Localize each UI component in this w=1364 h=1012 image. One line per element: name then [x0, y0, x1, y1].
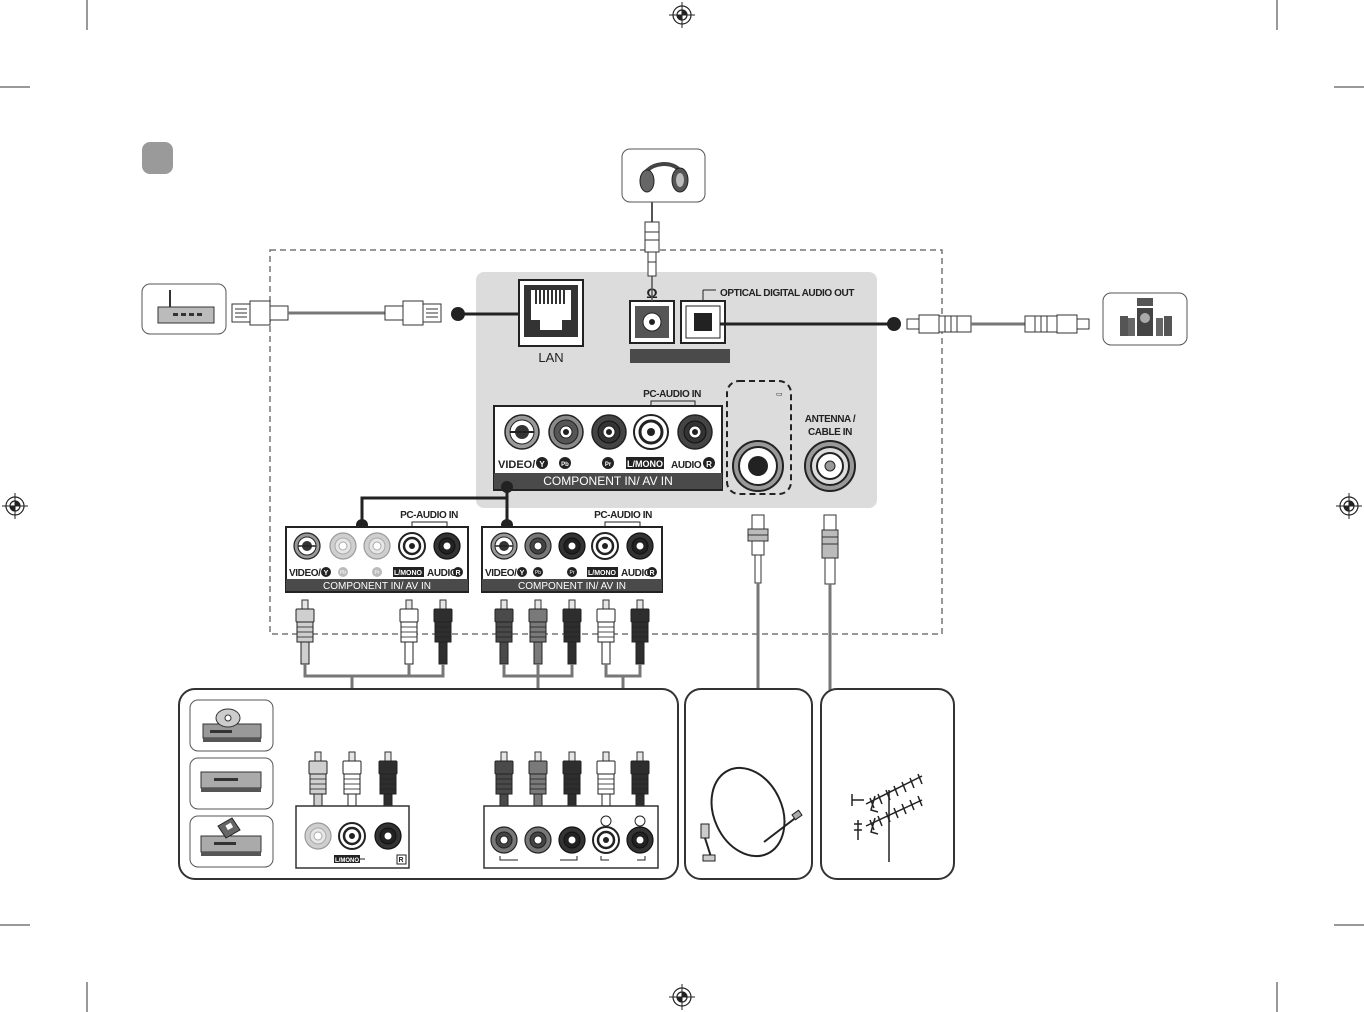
pr-label: Pr [605, 462, 612, 468]
satellite-mark: ▭ [776, 391, 783, 398]
small-r-label: R [455, 570, 460, 577]
small-component-bar-a: COMPONENT IN/ AV IN [323, 581, 431, 592]
small-pr-label: Pr [570, 570, 575, 576]
headphone-plug [644, 221, 660, 277]
satellite-port-frame [726, 380, 792, 495]
optical-port [680, 300, 726, 344]
antenna-label-line2: CABLE IN [808, 427, 852, 438]
small-y-label: Y [520, 570, 525, 577]
pb-jack [548, 414, 584, 450]
r-label: R [706, 460, 712, 469]
vcr-device [189, 815, 274, 868]
router-device [141, 283, 227, 335]
small-r-label: R [649, 570, 654, 577]
registration-mark-icon [668, 1, 696, 29]
antenna-label-line1: ANTENNA / [805, 414, 856, 425]
video-label: VIDEO/ [498, 459, 535, 471]
device-panel-component [483, 805, 659, 869]
device-lmono-label: L/MONO [335, 858, 359, 864]
antenna-cable [821, 514, 839, 690]
small-panel-component: PC-AUDIO IN VIDEO/ Y Pb Pr L/MONO AUDIO … [481, 510, 663, 593]
audio-r-jack [677, 414, 713, 450]
l-mono-label: L/MONO [627, 459, 663, 469]
lan-label: LAN [538, 350, 563, 365]
registration-mark-icon [1, 492, 29, 520]
small-component-bar-b: COMPONENT IN/ AV IN [518, 581, 626, 592]
lan-port [518, 279, 584, 347]
small-panel-composite: PC-AUDIO IN VIDEO/ Y Pb Pr L/MONO AUDIO … [285, 510, 469, 593]
router-icon [157, 290, 215, 324]
antenna-box [820, 688, 955, 880]
satellite-cable [747, 514, 769, 690]
small-pb-label: Pb [535, 570, 541, 576]
set-top-box-device [189, 757, 274, 810]
small-pb-label: Pb [340, 570, 346, 576]
vcr-icon [200, 817, 262, 856]
upper-rca-plugs [295, 599, 650, 665]
audio-out-bar [630, 349, 730, 363]
small-audio-label: AUDIO [621, 568, 652, 579]
registration-mark-icon [1335, 492, 1363, 520]
dvd-player-device [189, 699, 274, 752]
device-panel-composite: L/MONO R [295, 805, 410, 869]
antenna-port [804, 440, 856, 492]
headphones-icon [639, 162, 689, 193]
dvd-player-icon [202, 708, 262, 742]
headphone-port [629, 300, 675, 344]
component-bar-label: COMPONENT IN/ AV IN [543, 474, 673, 488]
video-y-jack [504, 414, 540, 450]
speaker-system-device [1102, 292, 1188, 346]
satellite-dish-icon [700, 766, 803, 862]
audio-label: AUDIO [671, 460, 702, 471]
step-badge [142, 142, 173, 174]
small-y-label: Y [324, 570, 329, 577]
small-video-label: VIDEO/ [289, 568, 321, 579]
small-pr-label: Pr [375, 570, 380, 576]
small-pc-audio-label-b: PC-AUDIO IN [594, 510, 652, 521]
pc-audio-label: PC-AUDIO IN [643, 389, 701, 400]
small-video-label: VIDEO/ [485, 568, 517, 579]
pb-label: Pb [561, 462, 569, 468]
component-bar [494, 473, 722, 489]
speaker-system-icon [1120, 298, 1172, 336]
terrestrial-antenna-icon [851, 773, 923, 862]
optical-cable [720, 314, 1090, 334]
set-top-box-icon [200, 771, 262, 792]
component-jack-labels: VIDEO/ Y Pb Pr L/MONO AUDIO R [498, 457, 715, 471]
headphones-device [621, 148, 706, 203]
registration-mark-icon [668, 983, 696, 1011]
lan-cable [231, 300, 519, 326]
satellite-port [732, 440, 784, 492]
optical-label: OPTICAL DIGITAL AUDIO OUT [720, 288, 854, 299]
small-audio-label: AUDIO [427, 568, 458, 579]
small-lmono-label: L/MONO [588, 570, 617, 577]
l-mono-jack [632, 413, 670, 451]
y-label: Y [539, 460, 545, 469]
device-r-label: R [398, 857, 403, 864]
small-pc-audio-label-a: PC-AUDIO IN [400, 510, 458, 521]
pr-jack [591, 414, 627, 450]
small-lmono-label: L/MONO [394, 570, 423, 577]
